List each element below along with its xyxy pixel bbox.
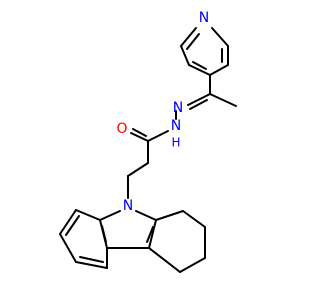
benzo-ring [59,209,108,269]
cyclohexane-ring [148,210,206,273]
bond [75,261,108,269]
imine-nitrogen-label: N [173,100,183,116]
carbonyl-oxygen-label: O [116,121,127,137]
amide-chain [127,128,169,199]
pyridine-nitrogen-label: N [199,10,209,26]
bond [147,130,169,142]
bond [99,210,121,221]
bond [209,93,237,107]
bond [211,27,229,47]
pyridine-ring [180,27,229,76]
bond [59,233,77,263]
carbonyl-double-bond [130,132,149,142]
structure-diagram: N N N H O N [59,10,237,273]
double-bond-inner [146,226,154,243]
carbazole-nitrogen-label: N [123,198,133,214]
amide-nitrogen-label: N [171,118,181,134]
double-bond-inner [65,215,80,236]
double-bond-inner [192,61,207,70]
molecule-canvas: N N N H O N [59,10,237,273]
bond [180,27,197,47]
imine-double-bond [187,93,211,106]
bond [148,219,157,249]
double-bond-inner [101,225,107,243]
imine-double-bond [189,99,208,110]
bond [179,257,206,273]
bond [155,210,184,221]
bond [127,162,149,177]
carbonyl-double-bond [132,128,147,137]
bond [209,64,229,76]
bond [75,209,101,221]
double-bond-inner [79,256,104,263]
double-bond-inner [186,33,200,50]
bond [188,64,211,76]
bond [148,247,181,273]
hydrazone-chain [175,74,237,120]
bond [182,210,206,228]
carbazole-core [99,210,157,249]
amide-hydrogen-label: H [171,136,180,150]
bond [59,209,77,235]
bond [180,45,190,66]
bond [135,210,157,221]
